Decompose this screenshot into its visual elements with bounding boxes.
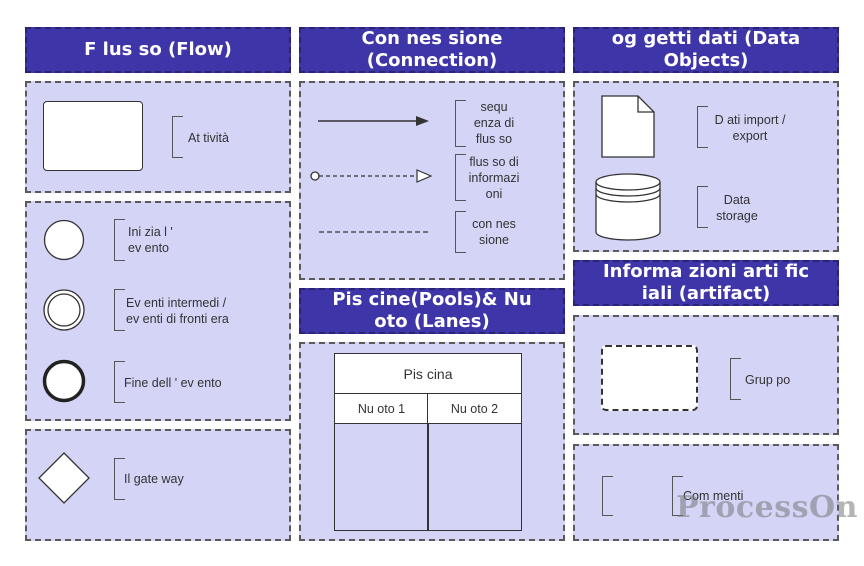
lane-divider — [427, 423, 429, 530]
message-flow-bracket — [455, 154, 466, 201]
comment-bracket — [672, 476, 683, 516]
header-data-objects: og getti dati (Data Objects) — [573, 27, 839, 73]
header-pools-lanes-text: Pis cine(Pools)& Nu oto (Lanes) — [332, 289, 532, 332]
association-bracket — [455, 211, 466, 253]
group-shape — [601, 345, 698, 411]
data-storage-bracket — [697, 186, 708, 228]
intermediate-event-bracket — [114, 289, 125, 331]
header-artifact: Informa zioni arti fic iali (artifact) — [573, 260, 839, 306]
header-flow-text: F lus so (Flow) — [84, 39, 232, 60]
data-import-export-label: D ati import / export — [714, 113, 786, 143]
header-connection-text: Con nes sione (Connection) — [361, 28, 503, 71]
group-label: Grup po — [745, 373, 791, 387]
header-data-objects-text: og getti dati (Data Objects) — [611, 28, 801, 71]
start-event-label: Ini zia l ' ev ento — [128, 225, 173, 255]
data-import-export-bracket — [697, 106, 708, 148]
header-connection: Con nes sione (Connection) — [299, 27, 565, 73]
panel-comment — [573, 444, 839, 541]
sequence-flow-label: sequ enza di flus so — [473, 100, 515, 146]
activity-shape — [43, 101, 143, 171]
start-event-bracket — [114, 219, 125, 261]
lane-2-title: Nu oto 2 — [427, 393, 522, 424]
end-event-bracket — [114, 361, 125, 403]
comment-shape — [602, 476, 613, 516]
header-artifact-text: Informa zioni arti fic iali (artifact) — [602, 261, 810, 304]
message-flow-label: flus so di informazi oni — [468, 155, 520, 201]
activity-label: At tività — [188, 131, 229, 145]
lane-1-title: Nu oto 1 — [334, 393, 429, 424]
gateway-label: Il gate way — [124, 472, 184, 486]
sequence-flow-bracket — [455, 100, 466, 147]
header-pools-lanes: Pis cine(Pools)& Nu oto (Lanes) — [299, 288, 565, 334]
end-event-label: Fine dell ' ev ento — [124, 376, 222, 390]
group-bracket — [730, 358, 741, 400]
header-flow: F lus so (Flow) — [25, 27, 291, 73]
pool-title-text: Pis cina — [403, 365, 453, 382]
gateway-bracket — [114, 458, 125, 500]
panel-connection — [299, 81, 565, 280]
lane-1-text: Nu oto 1 — [357, 401, 406, 416]
lane-2-text: Nu oto 2 — [450, 401, 499, 416]
data-storage-label: Data storage — [716, 193, 758, 223]
watermark: ProcessOn — [676, 490, 858, 525]
intermediate-event-label: Ev enti intermedi / ev enti di fronti er… — [126, 296, 229, 326]
association-label: con nes sione — [472, 217, 516, 247]
comment-label: Com menti — [683, 489, 744, 503]
activity-bracket — [172, 116, 183, 158]
